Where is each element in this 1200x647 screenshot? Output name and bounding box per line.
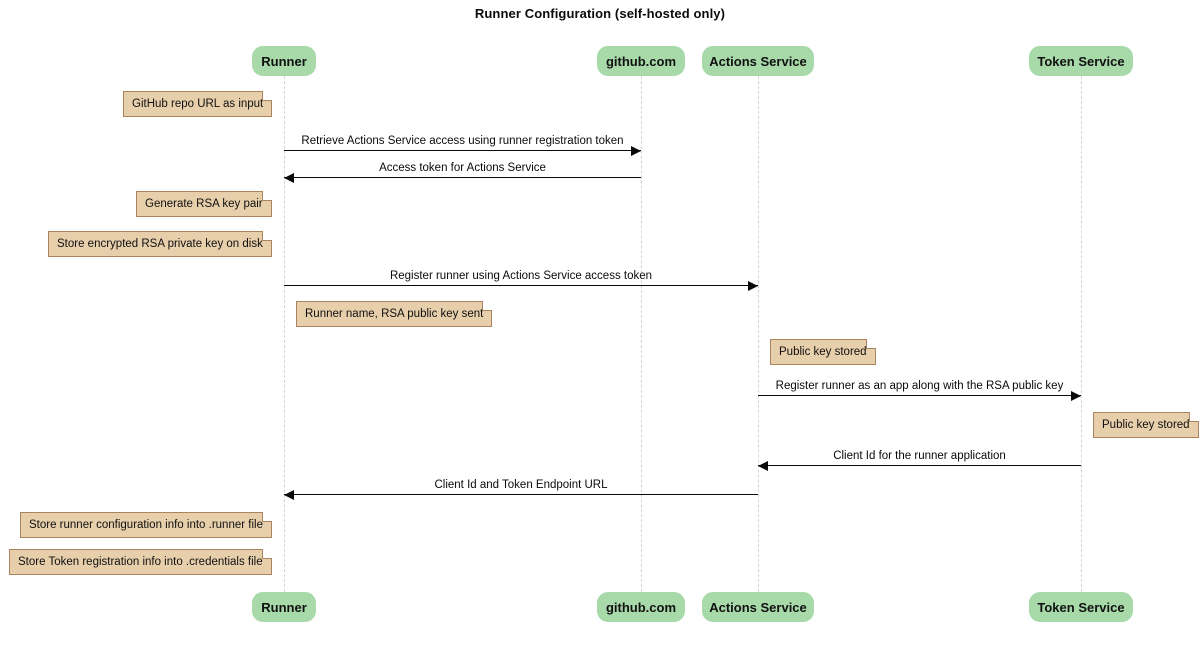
message-line-register-runner-as-an-app-along-with-the — [758, 395, 1081, 396]
note-store-encrypted-rsa-private-key-on-disk: Store encrypted RSA private key on disk — [48, 231, 272, 257]
participant-actions-service-bottom[interactable]: Actions Service — [702, 592, 814, 622]
note-fold-corner-icon — [866, 339, 876, 349]
note-fold-corner-icon — [1189, 412, 1199, 422]
note-fold-corner-icon — [262, 512, 272, 522]
lifeline-github-com — [641, 76, 643, 592]
arrowhead-left — [284, 489, 294, 500]
message-label: Register runner as an app along with the… — [775, 380, 1064, 392]
page-title: Runner Configuration (self-hosted only) — [474, 6, 726, 21]
note-fold-corner-icon — [262, 191, 272, 201]
note-runner-name-rsa-public-key-sent: Runner name, RSA public key sent — [296, 301, 492, 327]
note-label: GitHub repo URL as input — [132, 98, 264, 110]
message-line-client-id-and-token-endpoint-url — [284, 494, 758, 495]
note-fold-corner-icon — [262, 91, 272, 101]
note-label: Store Token registration info into .cred… — [18, 556, 263, 568]
participant-runner-top[interactable]: Runner — [252, 46, 316, 76]
note-generate-rsa-key-pair: Generate RSA key pair — [136, 191, 272, 217]
message-line-client-id-for-the-runner-application — [758, 465, 1081, 466]
arrowhead-right — [1071, 390, 1081, 401]
message-line-register-runner-using-actions-service-ac — [284, 285, 758, 286]
message-label: Client Id and Token Endpoint URL — [434, 479, 608, 491]
note-github-repo-url-as-input: GitHub repo URL as input — [123, 91, 272, 117]
lifeline-token-service — [1081, 76, 1083, 592]
note-label: Runner name, RSA public key sent — [305, 308, 484, 320]
message-label: Client Id for the runner application — [833, 450, 1006, 462]
note-fold-corner-icon — [262, 231, 272, 241]
note-label: Store encrypted RSA private key on disk — [57, 238, 263, 250]
participant-github-com-top[interactable]: github.com — [597, 46, 685, 76]
note-public-key-stored: Public key stored — [1093, 412, 1199, 438]
note-label: Generate RSA key pair — [145, 198, 263, 210]
arrowhead-left — [758, 460, 768, 471]
arrowhead-right — [748, 280, 758, 291]
participant-github-com-bottom[interactable]: github.com — [597, 592, 685, 622]
note-public-key-stored: Public key stored — [770, 339, 876, 365]
lifeline-actions-service — [758, 76, 760, 592]
note-label: Public key stored — [1102, 419, 1190, 431]
message-line-access-token-for-actions-service — [284, 177, 641, 178]
message-label: Retrieve Actions Service access using ru… — [301, 135, 624, 147]
note-label: Public key stored — [779, 346, 867, 358]
note-fold-corner-icon — [482, 301, 492, 311]
participant-runner-bottom[interactable]: Runner — [252, 592, 316, 622]
participant-token-service-bottom[interactable]: Token Service — [1029, 592, 1133, 622]
participant-actions-service-top[interactable]: Actions Service — [702, 46, 814, 76]
arrowhead-left — [284, 172, 294, 183]
participant-token-service-top[interactable]: Token Service — [1029, 46, 1133, 76]
lifeline-runner — [284, 76, 286, 592]
message-line-retrieve-actions-service-access-using-ru — [284, 150, 641, 151]
note-label: Store runner configuration info into .ru… — [29, 519, 263, 531]
arrowhead-right — [631, 145, 641, 156]
note-fold-corner-icon — [262, 549, 272, 559]
note-store-token-registration-info-into-crede: Store Token registration info into .cred… — [9, 549, 272, 575]
note-store-runner-configuration-info-into-run: Store runner configuration info into .ru… — [20, 512, 272, 538]
message-label: Register runner using Actions Service ac… — [389, 270, 653, 282]
message-label: Access token for Actions Service — [379, 162, 546, 174]
